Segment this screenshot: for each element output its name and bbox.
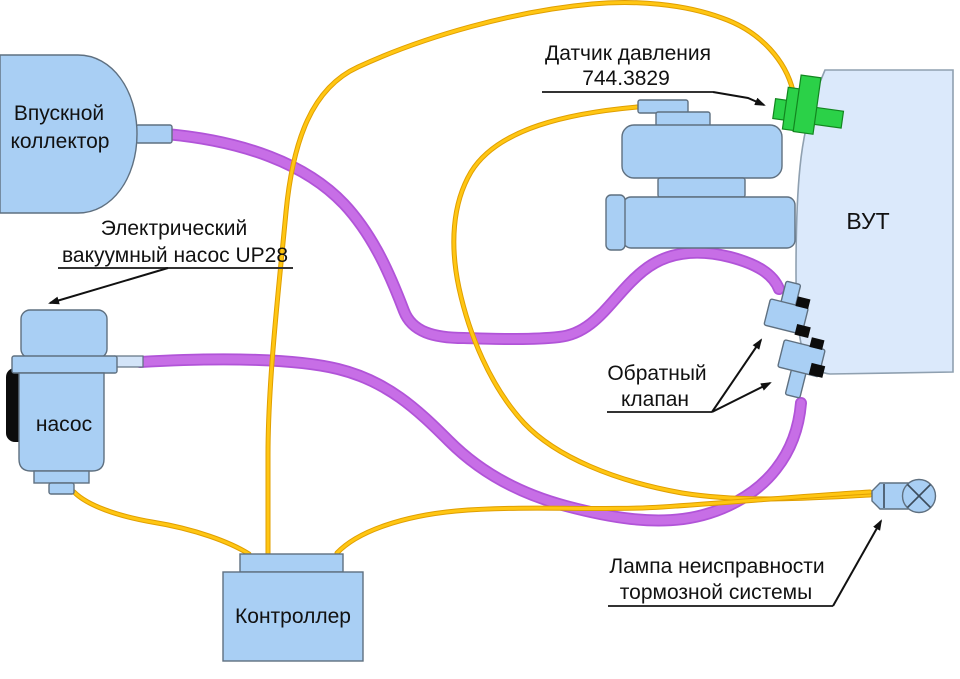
pump-motor (20, 309, 108, 359)
pump-callout-line1: Электрический (101, 217, 248, 240)
manifold-outlet-stub (135, 124, 173, 144)
pressure-sensor (772, 74, 845, 135)
fluid-reservoir (621, 124, 783, 179)
vacuum-pump: насос (6, 309, 144, 495)
wire-pump-to-controller (71, 489, 252, 557)
lamp-callout-line2: тормозной системы (620, 581, 812, 604)
valve-callout-line1: Обратный (607, 362, 706, 385)
pump-callout: Электрический вакуумный насос UP28 (48, 217, 293, 305)
sensor-callout-arrow (712, 91, 766, 106)
sensor-callout-line1: Датчик давления (545, 42, 711, 65)
master-cylinder-assembly (605, 99, 796, 251)
pump-outlet-stub (114, 355, 144, 368)
valve-callout-arrow-upper (711, 338, 763, 413)
wire-reservoir-cap-to-lamp (451, 104, 873, 502)
booster-label: ВУТ (846, 208, 889, 234)
lamp-callout: Лампа неисправности тормозной системы (608, 519, 882, 607)
pump-body (18, 372, 105, 472)
check-valve-lower (777, 337, 826, 399)
controller: Контроллер (222, 553, 364, 662)
pump-foot-step1 (33, 470, 90, 484)
lamp-callout-arrow (832, 519, 882, 607)
master-cylinder (622, 196, 796, 249)
lamp-callout-line1: Лампа неисправности (609, 555, 824, 578)
reservoir-neck (657, 177, 746, 198)
warning-lamp-icon (871, 478, 937, 514)
valve-callout-line2: клапан (621, 388, 689, 411)
pump-callout-arrow (48, 267, 169, 305)
check-valve-upper (763, 280, 811, 339)
vacuum-tube-pump-to-valve (134, 353, 807, 527)
controller-connector (239, 553, 344, 573)
pump-flange (11, 355, 118, 374)
wire-controller-to-lamp (334, 489, 873, 556)
pump-callout-line2: вакуумный насос UP28 (62, 244, 288, 267)
vacuum-tube-manifold-to-valve (160, 128, 785, 345)
reservoir-cap (637, 99, 689, 114)
valve-callout-arrow-lower (711, 382, 772, 413)
sensor-callout: Датчик давления 744.3829 (542, 42, 766, 106)
manifold-label-line2: коллектор (11, 130, 110, 153)
pump-foot-step2 (48, 482, 75, 495)
wire-sensor-to-controller (265, 0, 796, 557)
check-valve-callout: Обратный клапан (607, 338, 772, 413)
master-cylinder-end-cap (605, 194, 626, 251)
controller-label: Контроллер (235, 605, 351, 628)
intake-manifold: Впускной коллектор (0, 54, 173, 214)
pump-body-label: насос (36, 413, 92, 436)
sensor-callout-line2: 744.3829 (582, 67, 670, 90)
controller-box (222, 571, 364, 662)
manifold-label-line1: Впускной (14, 102, 104, 125)
